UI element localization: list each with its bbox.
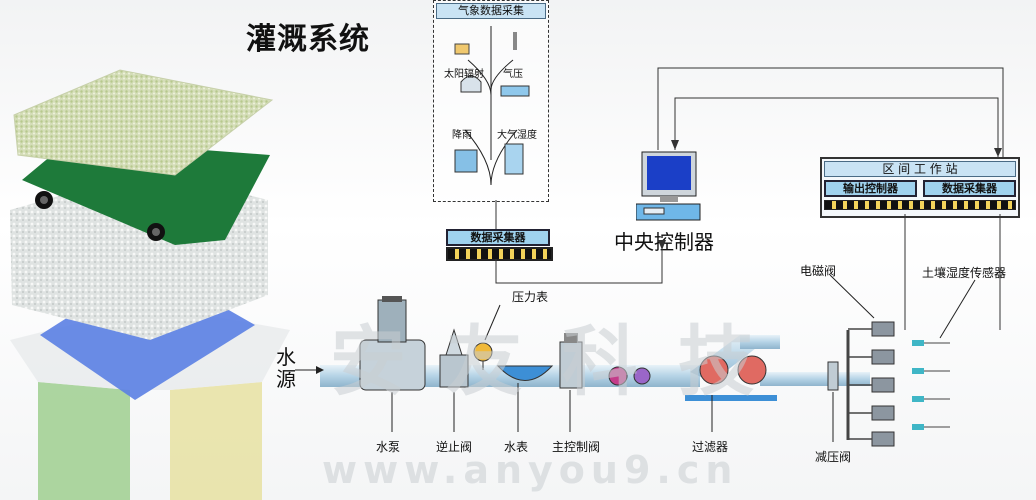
pressure-box-icon	[500, 85, 530, 97]
grass-layer	[13, 69, 274, 176]
page-title: 灌溉系统	[246, 22, 370, 57]
filter-label: 过滤器	[692, 440, 729, 454]
soil-sensor-bank	[912, 340, 924, 430]
output-controller: 输出控制器	[824, 180, 917, 197]
sensor-label-rain: 降雨	[452, 130, 472, 141]
solenoid-valve-bank	[871, 321, 895, 447]
data-collector: 数据采集器	[446, 229, 550, 246]
sensor-label-pressure: 气压	[503, 69, 523, 80]
workstation-bus	[824, 200, 1016, 210]
outlet-pipe	[760, 372, 870, 386]
rain-bucket-icon	[454, 149, 478, 173]
computer-icon	[636, 151, 701, 221]
filter-base	[685, 395, 777, 401]
soil-sensor-label: 土壤湿度传感器	[922, 266, 1007, 280]
pressure-gauge-label: 压力表	[512, 290, 549, 304]
filter-icon	[699, 355, 729, 385]
check-valve-label: 逆止阀	[436, 440, 473, 454]
weather-sensors-diagram	[454, 26, 530, 186]
water-source-label: 水源	[276, 345, 296, 391]
sensor-label-solar: 太阳辐射	[444, 69, 484, 80]
workstation-title: 区 间 工 作 站	[824, 161, 1016, 177]
humidity-shelter-icon	[504, 143, 524, 175]
solenoid-valve-label: 电磁阀	[800, 264, 837, 278]
filter-icon	[737, 355, 767, 385]
station-data-collector: 数据采集器	[923, 180, 1016, 197]
inline-valve-icon	[608, 366, 628, 386]
pressure-reducer-icon	[827, 361, 839, 391]
watermark-text: 安友科技	[330, 317, 794, 406]
data-collector-bus	[446, 247, 553, 261]
main-valve-label: 主控制阀	[552, 440, 601, 454]
drainage-board	[22, 140, 270, 245]
water-meter-label: 水表	[504, 440, 529, 454]
sensor-label-humidity: 大气湿度	[497, 130, 537, 141]
check-valve-icon	[439, 354, 469, 388]
pump-label: 水泵	[376, 440, 401, 454]
pressure-reducer-label: 减压阀	[815, 450, 852, 464]
rain-gauge-icon	[460, 75, 482, 93]
barometer-icon	[513, 32, 517, 50]
solar-radiation-sensor-icon	[454, 43, 470, 55]
yellow-block	[170, 382, 262, 500]
soil-layers-illustration	[10, 69, 290, 500]
weather-box-title: 气象数据采集	[436, 3, 546, 19]
regional-workstation: 区 间 工 作 站 输出控制器 数据采集器	[820, 157, 1020, 218]
watermark-url: www.anyou9.cn	[322, 448, 739, 492]
water-meter-icon	[496, 365, 554, 381]
green-block	[38, 382, 130, 500]
